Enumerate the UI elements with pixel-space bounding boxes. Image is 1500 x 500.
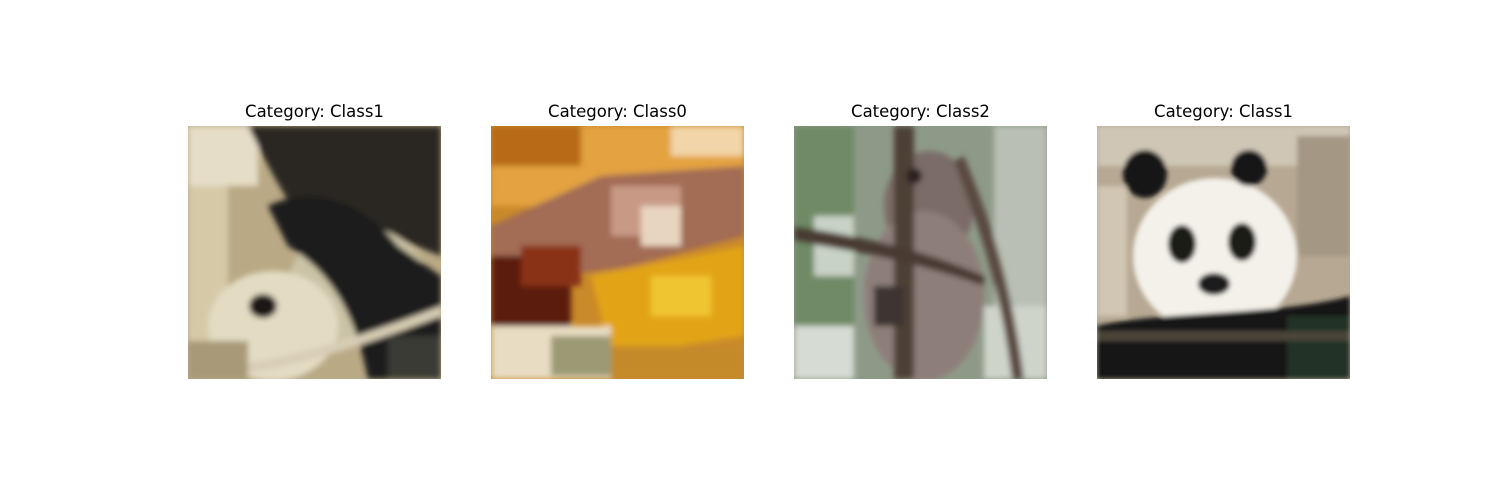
panel-1: Category: Class1 [188,0,441,500]
panel-3: Category: Class2 [794,0,1047,500]
panel-2-image [491,126,744,379]
panel-1-image [188,126,441,379]
koala-tree-picture [794,126,1047,379]
panda-face-picture [1097,126,1350,379]
panel-4-image [1097,126,1350,379]
panel-1-title: Category: Class1 [245,102,384,121]
panda-closeup-picture [188,126,441,379]
food-closeup-picture [491,126,744,379]
panel-4-title: Category: Class1 [1154,102,1293,121]
panel-3-image [794,126,1047,379]
panel-4: Category: Class1 [1097,0,1350,500]
panel-3-title: Category: Class2 [851,102,990,121]
panel-2: Category: Class0 [491,0,744,500]
panel-2-title: Category: Class0 [548,102,687,121]
